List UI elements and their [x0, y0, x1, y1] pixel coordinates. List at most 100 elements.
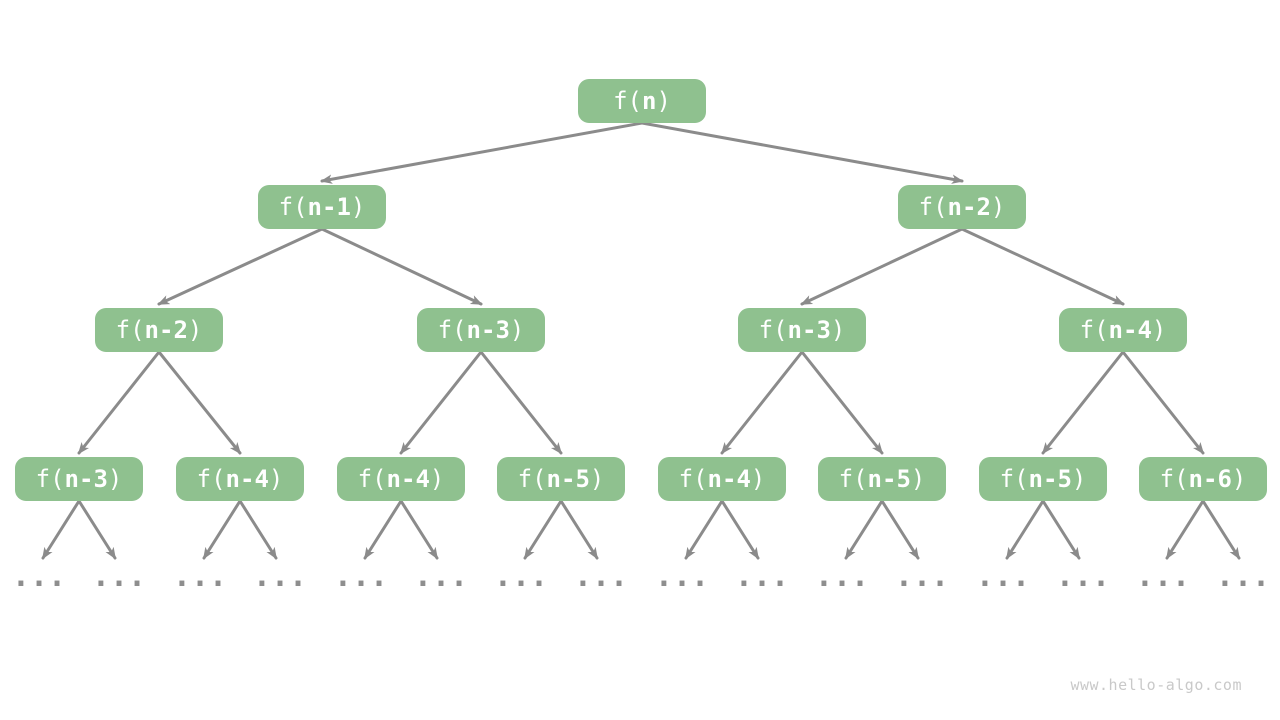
- edge: [720, 499, 760, 560]
- node-label-suffix: ): [509, 316, 525, 344]
- node-label-prefix: f(: [613, 87, 642, 115]
- edge: [559, 499, 599, 560]
- node-label-prefix: f(: [35, 465, 65, 493]
- node-label-arg: n-3: [466, 316, 510, 344]
- ellipsis-leaf: ...: [654, 559, 710, 594]
- edge: [77, 499, 117, 560]
- edge: [523, 499, 563, 560]
- edge: [77, 350, 161, 455]
- ellipsis-leaf: ...: [1215, 559, 1271, 594]
- tree-node-f-n-4: f(n-4): [176, 457, 304, 501]
- edge: [1005, 499, 1045, 560]
- ellipsis-leaf: ...: [975, 559, 1031, 594]
- edge: [202, 499, 242, 560]
- node-label-suffix: ): [1151, 316, 1167, 344]
- edge: [1165, 499, 1205, 560]
- ellipsis-leaf: ...: [814, 559, 870, 594]
- node-label-prefix: f(: [758, 316, 788, 344]
- node-label-prefix: f(: [1159, 465, 1189, 493]
- node-label-suffix: ): [1231, 465, 1247, 493]
- ellipsis-leaf: ...: [91, 559, 147, 594]
- node-label-arg: n-5: [867, 465, 911, 493]
- node-label-arg: n-4: [707, 465, 751, 493]
- edge: [41, 499, 81, 560]
- node-label-suffix: ): [429, 465, 445, 493]
- edge: [157, 350, 242, 455]
- edge: [238, 499, 278, 560]
- tree-node-f-n-3: f(n-3): [738, 308, 866, 352]
- node-label-prefix: f(: [278, 193, 308, 221]
- node-label-prefix: f(: [196, 465, 226, 493]
- node-label-suffix: ): [910, 465, 926, 493]
- node-label-prefix: f(: [115, 316, 145, 344]
- edge: [720, 350, 804, 455]
- node-label-arg: n-4: [1108, 316, 1152, 344]
- edge: [800, 227, 964, 306]
- edge: [684, 499, 724, 560]
- node-label-arg: n-5: [546, 465, 590, 493]
- tree-node-f-n-4: f(n-4): [1059, 308, 1187, 352]
- edge: [479, 350, 563, 455]
- edge: [320, 121, 644, 184]
- node-label-suffix: ): [350, 193, 366, 221]
- tree-node-f-n-6: f(n-6): [1139, 457, 1267, 501]
- ellipsis-leaf: ...: [1135, 559, 1191, 594]
- edge: [880, 499, 920, 560]
- tree-node-f-n-3: f(n-3): [417, 308, 545, 352]
- node-label-prefix: f(: [838, 465, 868, 493]
- node-label-suffix: ): [589, 465, 605, 493]
- node-label-arg: n-1: [307, 193, 351, 221]
- node-label-suffix: ): [268, 465, 284, 493]
- node-label-prefix: f(: [678, 465, 708, 493]
- edge: [844, 499, 884, 560]
- edge: [320, 227, 483, 306]
- ellipsis-leaf: ...: [413, 559, 469, 594]
- node-label-prefix: f(: [437, 316, 467, 344]
- watermark: www.hello-algo.com: [1070, 676, 1242, 694]
- node-label-suffix: ): [750, 465, 766, 493]
- tree-node-f-n-2: f(n-2): [95, 308, 223, 352]
- ellipsis-leaf: ...: [1055, 559, 1111, 594]
- ellipsis-leaf: ...: [894, 559, 950, 594]
- node-label-suffix: ): [990, 193, 1006, 221]
- edge: [1041, 350, 1125, 455]
- edge: [800, 350, 884, 455]
- node-label-arg: n-2: [947, 193, 991, 221]
- node-label-arg: n-4: [386, 465, 430, 493]
- ellipsis-leaf: ...: [493, 559, 549, 594]
- node-label-arg: n-3: [64, 465, 108, 493]
- edge: [1121, 350, 1205, 455]
- tree-node-f-n-1: f(n-1): [258, 185, 386, 229]
- node-label-arg: n-2: [144, 316, 188, 344]
- ellipsis-leaf: ...: [11, 559, 67, 594]
- node-label-prefix: f(: [517, 465, 547, 493]
- ellipsis-leaf: ...: [252, 559, 308, 594]
- node-label-prefix: f(: [918, 193, 948, 221]
- ellipsis-leaf: ...: [333, 559, 389, 594]
- tree-node-f-n-2: f(n-2): [898, 185, 1026, 229]
- node-label-arg: n-6: [1188, 465, 1232, 493]
- node-label-suffix: ): [830, 316, 846, 344]
- edge: [1201, 499, 1241, 560]
- edge: [1041, 499, 1081, 560]
- tree-node-f-n-4: f(n-4): [658, 457, 786, 501]
- node-label-suffix: ): [1071, 465, 1087, 493]
- edge: [640, 121, 964, 184]
- tree-node-f-n-5: f(n-5): [497, 457, 625, 501]
- tree-node-f-n-5: f(n-5): [979, 457, 1107, 501]
- ellipsis-leaf: ...: [172, 559, 228, 594]
- node-label-suffix: ): [107, 465, 123, 493]
- tree-node-f-n-3: f(n-3): [15, 457, 143, 501]
- node-label-arg: n-5: [1028, 465, 1072, 493]
- node-label-arg: n-3: [787, 316, 831, 344]
- edge: [399, 499, 439, 560]
- tree-node-f-n-5: f(n-5): [818, 457, 946, 501]
- edge: [363, 499, 403, 560]
- edge: [960, 227, 1125, 306]
- node-label-suffix: ): [656, 87, 671, 115]
- node-label-prefix: f(: [1079, 316, 1109, 344]
- ellipsis-leaf: ...: [573, 559, 629, 594]
- tree-node-f-n-4: f(n-4): [337, 457, 465, 501]
